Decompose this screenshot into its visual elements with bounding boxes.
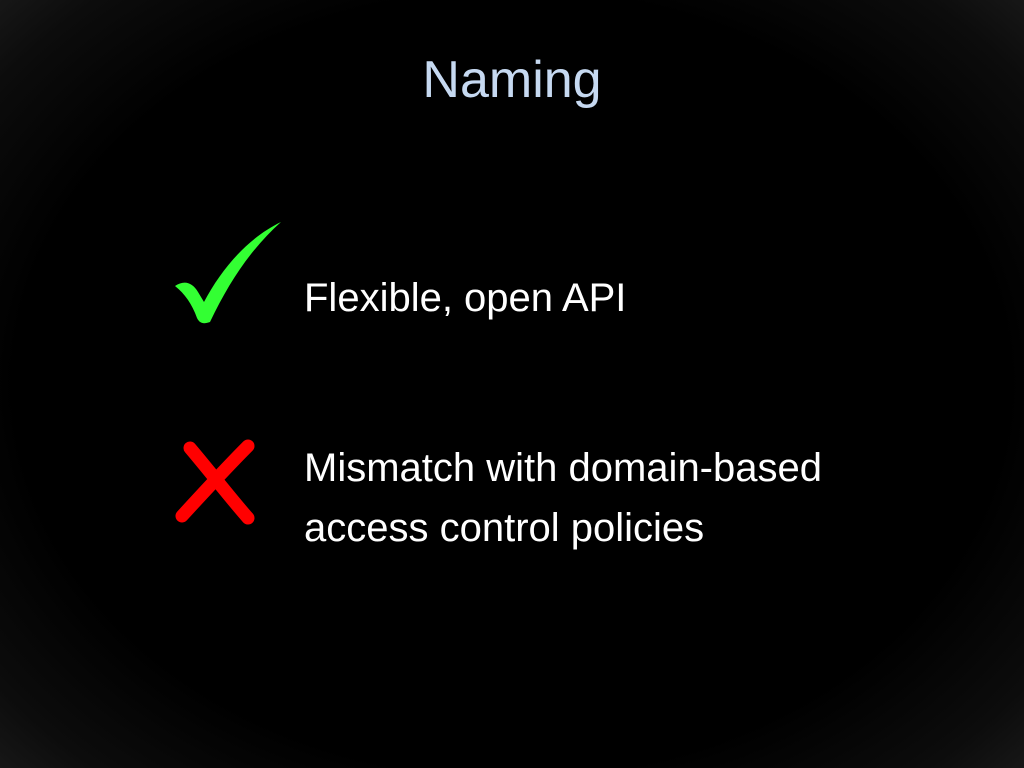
cross-mark-icon (170, 434, 265, 529)
check-mark-icon (170, 218, 285, 328)
con-point: Mismatch with domain-based access contro… (170, 434, 970, 574)
pro-point: Flexible, open API (170, 218, 970, 358)
pro-point-text: Flexible, open API (304, 276, 627, 320)
slide-title: Naming (422, 51, 602, 109)
con-point-text: Mismatch with domain-based access contro… (304, 446, 822, 550)
